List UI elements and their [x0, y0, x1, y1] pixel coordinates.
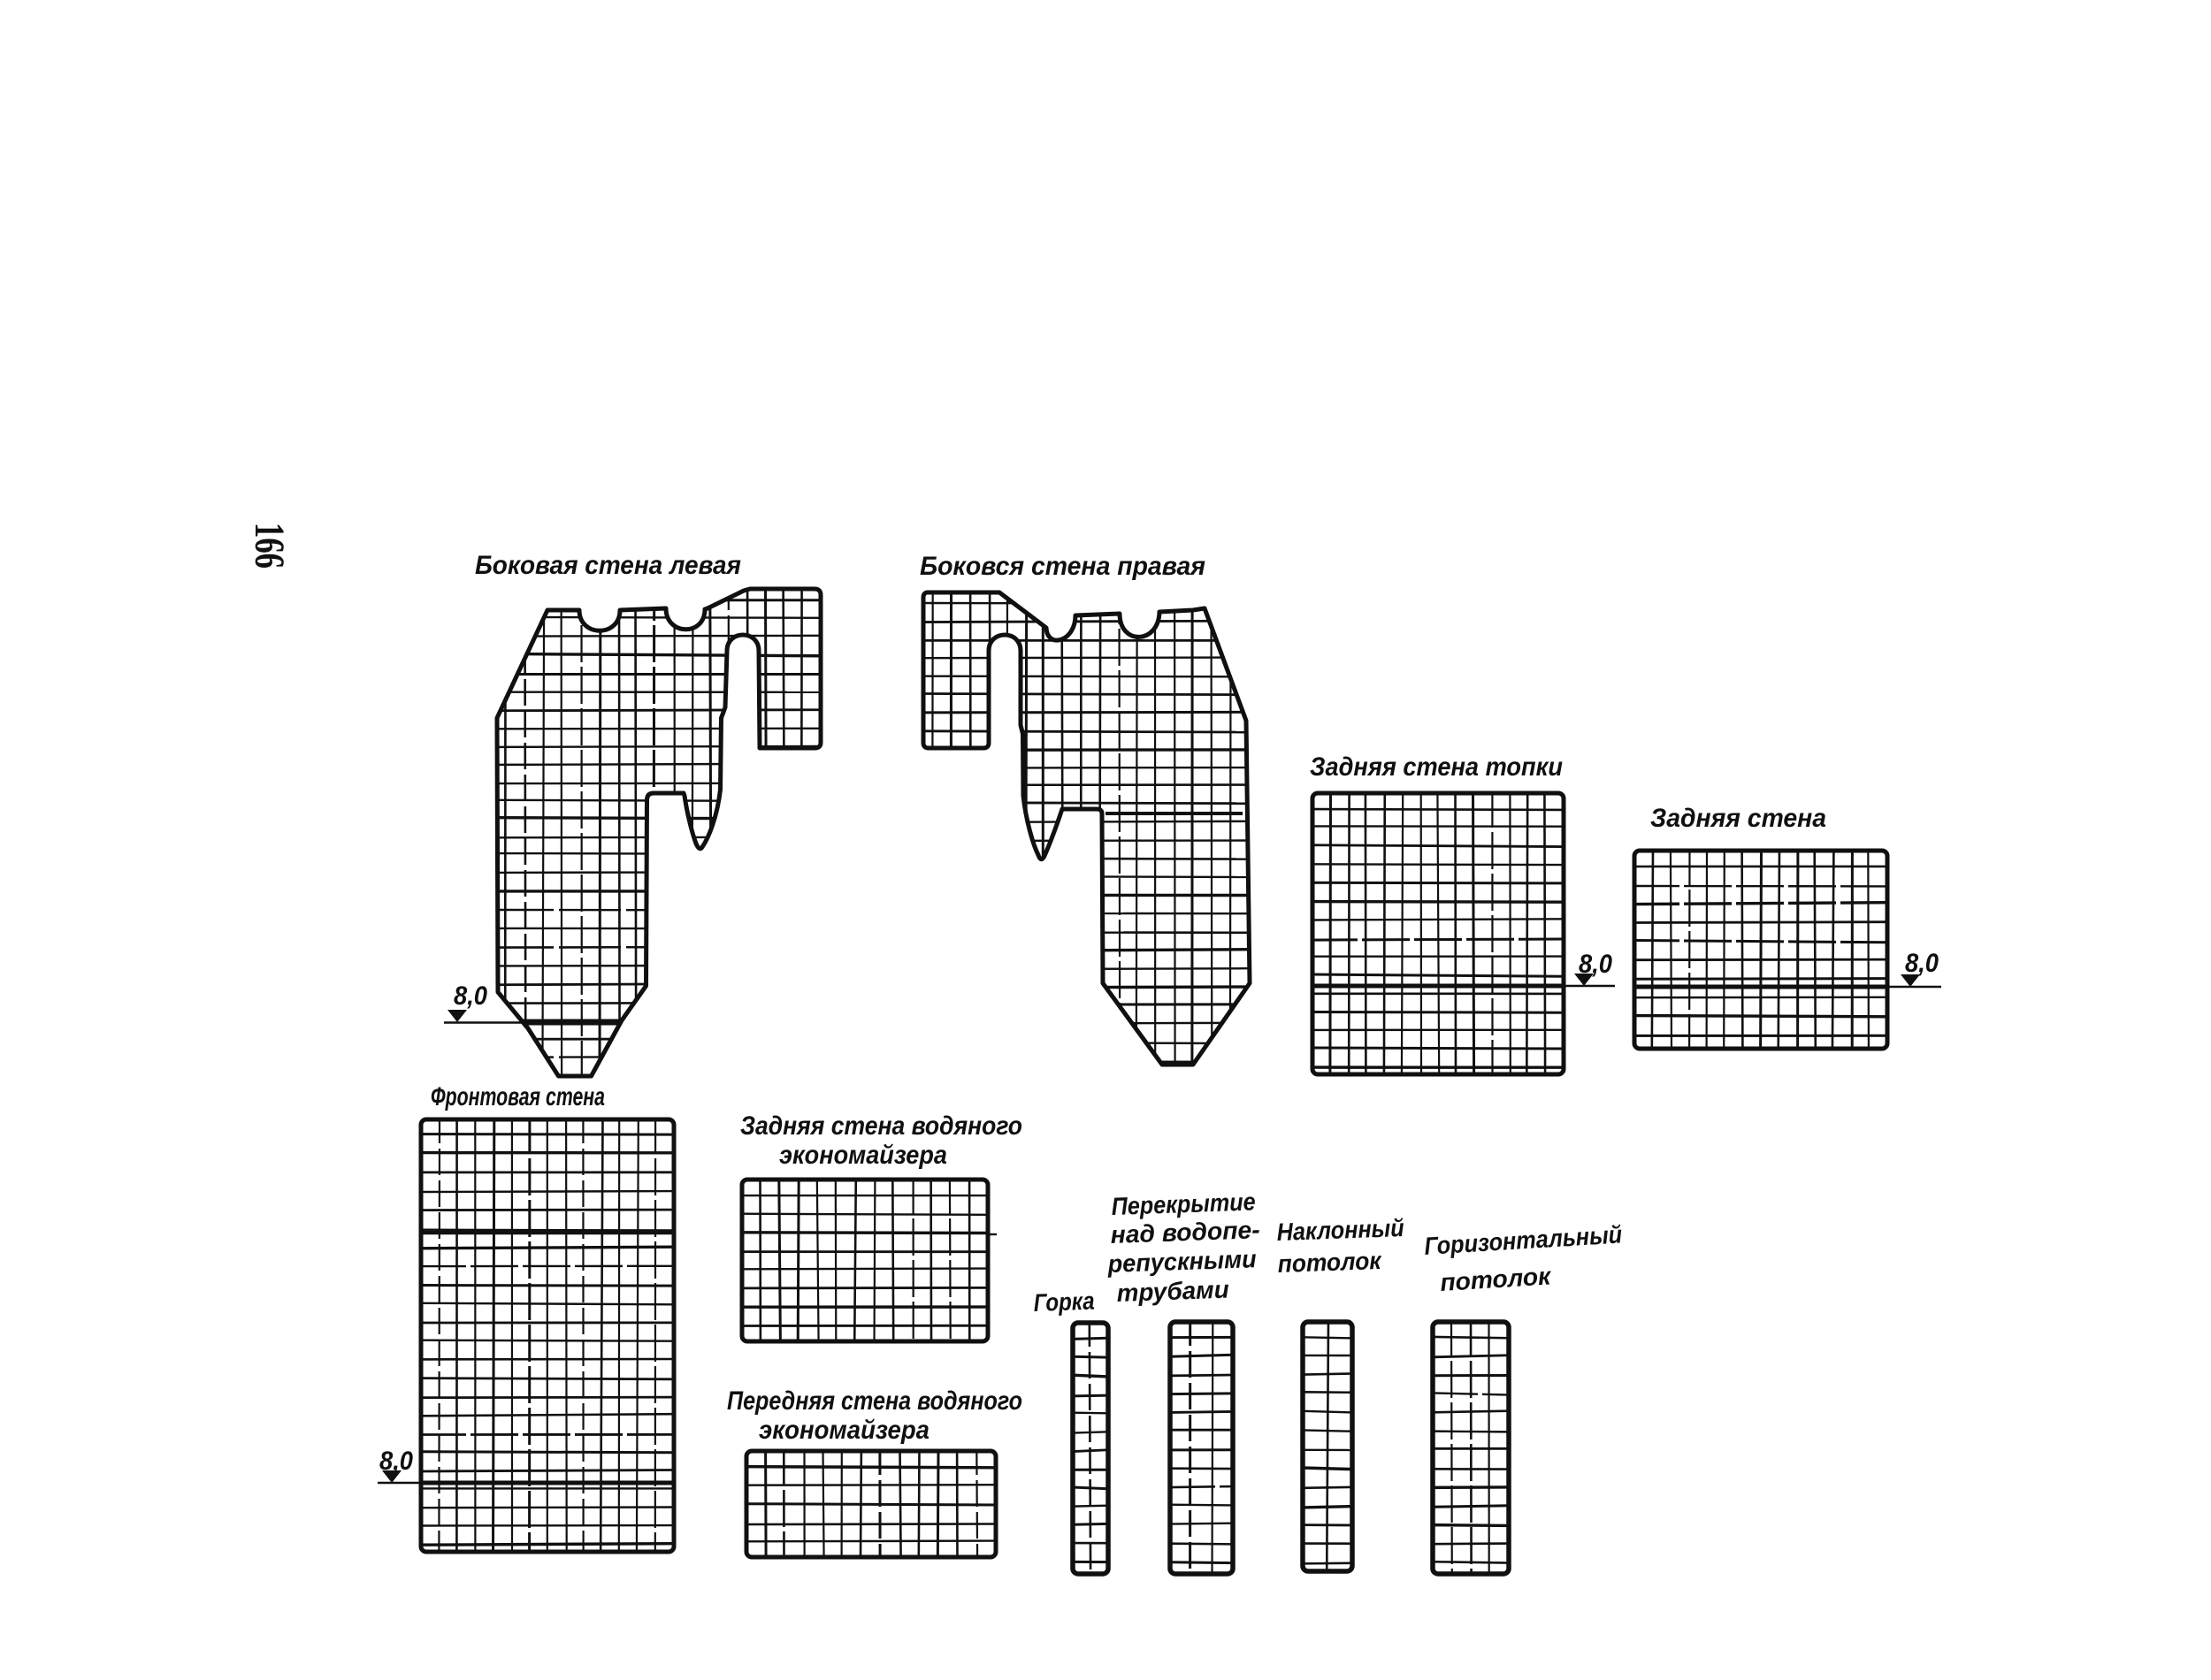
svg-text:репускными: репускными [1106, 1245, 1257, 1278]
svg-text:Задняя стена: Задняя стена [1650, 804, 1826, 833]
svg-text:Горка: Горка [1033, 1287, 1095, 1317]
svg-text:Передняя стена водяного: Передняя стена водяного [727, 1386, 1022, 1416]
svg-text:8,0: 8,0 [454, 981, 487, 1011]
svg-text:Боковая стена левая: Боковая стена левая [475, 551, 741, 580]
svg-text:Фронтовая стена: Фронтовая стена [431, 1082, 605, 1111]
svg-text:8,0: 8,0 [1579, 950, 1612, 979]
svg-text:Задняя стена водяного: Задняя стена водяного [740, 1111, 1022, 1141]
svg-text:экономайзера: экономайзера [759, 1416, 930, 1445]
svg-text:трубами: трубами [1116, 1276, 1229, 1307]
svg-text:потолок: потолок [1439, 1262, 1552, 1296]
svg-text:потолок: потолок [1277, 1247, 1383, 1278]
svg-text:Боковся стена правая: Боковся стена правая [920, 552, 1205, 581]
svg-text:Задняя стена топки: Задняя стена топки [1310, 752, 1563, 782]
svg-text:Перекрытие: Перекрытие [1111, 1187, 1256, 1220]
svg-text:над водопе-: над водопе- [1110, 1216, 1260, 1249]
svg-text:166: 166 [246, 523, 293, 569]
svg-text:экономайзера: экономайзера [779, 1141, 947, 1170]
svg-text:8,0: 8,0 [1905, 949, 1939, 978]
svg-text:8,0: 8,0 [379, 1447, 413, 1476]
svg-text:Наклонный: Наклонный [1276, 1214, 1404, 1246]
